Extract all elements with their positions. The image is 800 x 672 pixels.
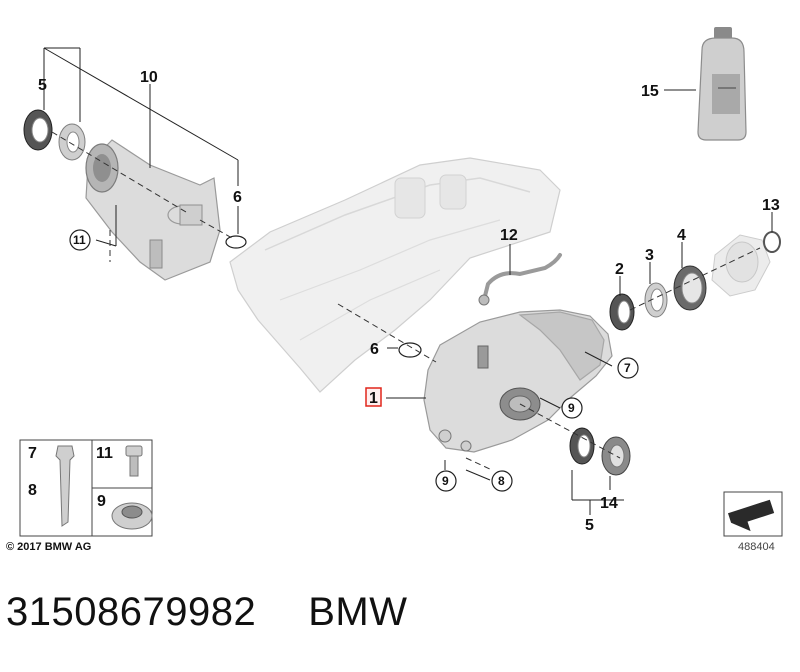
bearing-14 bbox=[601, 436, 631, 476]
oil-bottle bbox=[697, 27, 747, 141]
callout-8-circled: 8 bbox=[498, 474, 505, 488]
input-flange bbox=[711, 234, 771, 297]
shaft-seal-lower bbox=[569, 427, 595, 465]
highlight-box bbox=[365, 387, 382, 407]
part-number: 31508679982 bbox=[6, 590, 257, 634]
shaft-seal-ring bbox=[23, 109, 53, 151]
front-axle-differential bbox=[423, 309, 613, 453]
fastener-legend: 7 8 11 9 bbox=[19, 439, 153, 537]
copyright-notice: © 2017 BMW AG bbox=[6, 541, 92, 553]
radial-bearing bbox=[58, 123, 86, 161]
callout-7-circled: 7 bbox=[624, 361, 631, 375]
brand-name: BMW bbox=[308, 590, 408, 634]
callout-14: 14 bbox=[600, 495, 618, 512]
legend-label-11: 11 bbox=[96, 445, 113, 462]
callout-10: 10 bbox=[140, 69, 158, 86]
vent-hose bbox=[482, 253, 562, 302]
long-bolt-icon bbox=[55, 445, 75, 527]
callout-15: 15 bbox=[641, 83, 659, 100]
o-ring-mid bbox=[398, 342, 422, 358]
circlip-13 bbox=[763, 231, 781, 253]
callout-4: 4 bbox=[677, 227, 686, 244]
diagram-reference-number: 488404 bbox=[738, 541, 775, 553]
short-bolt-icon bbox=[125, 445, 143, 477]
callout-11-circled: 11 bbox=[73, 233, 86, 247]
output-flange-assembly bbox=[85, 139, 221, 281]
callout-12: 12 bbox=[500, 227, 518, 244]
callout-9-circled-lower: 9 bbox=[442, 474, 449, 488]
callout-3: 3 bbox=[645, 247, 654, 264]
legend-label-8: 8 bbox=[28, 482, 37, 499]
callout-6-top: 6 bbox=[233, 189, 242, 206]
callout-6-mid: 6 bbox=[370, 341, 379, 358]
view-direction-symbol bbox=[723, 491, 783, 537]
engine-oil-pan bbox=[229, 157, 561, 393]
bearing-4 bbox=[673, 265, 707, 311]
legend-label-9: 9 bbox=[97, 493, 106, 510]
screw-plug-icon bbox=[111, 502, 153, 530]
spacer-ring-3 bbox=[644, 282, 668, 318]
callout-9-circled: 9 bbox=[568, 401, 575, 415]
callout-5-bottom: 5 bbox=[585, 517, 594, 534]
callout-1: 1 bbox=[369, 390, 378, 407]
callout-13: 13 bbox=[762, 197, 780, 214]
callout-5-top: 5 bbox=[38, 77, 47, 94]
o-ring-top bbox=[225, 235, 247, 249]
shaft-seal-2 bbox=[609, 293, 635, 331]
leader-lines bbox=[43, 47, 773, 515]
callout-2: 2 bbox=[615, 261, 624, 278]
legend-label-7: 7 bbox=[28, 445, 37, 462]
footer-caption: 31508679982 BMW bbox=[6, 590, 459, 635]
